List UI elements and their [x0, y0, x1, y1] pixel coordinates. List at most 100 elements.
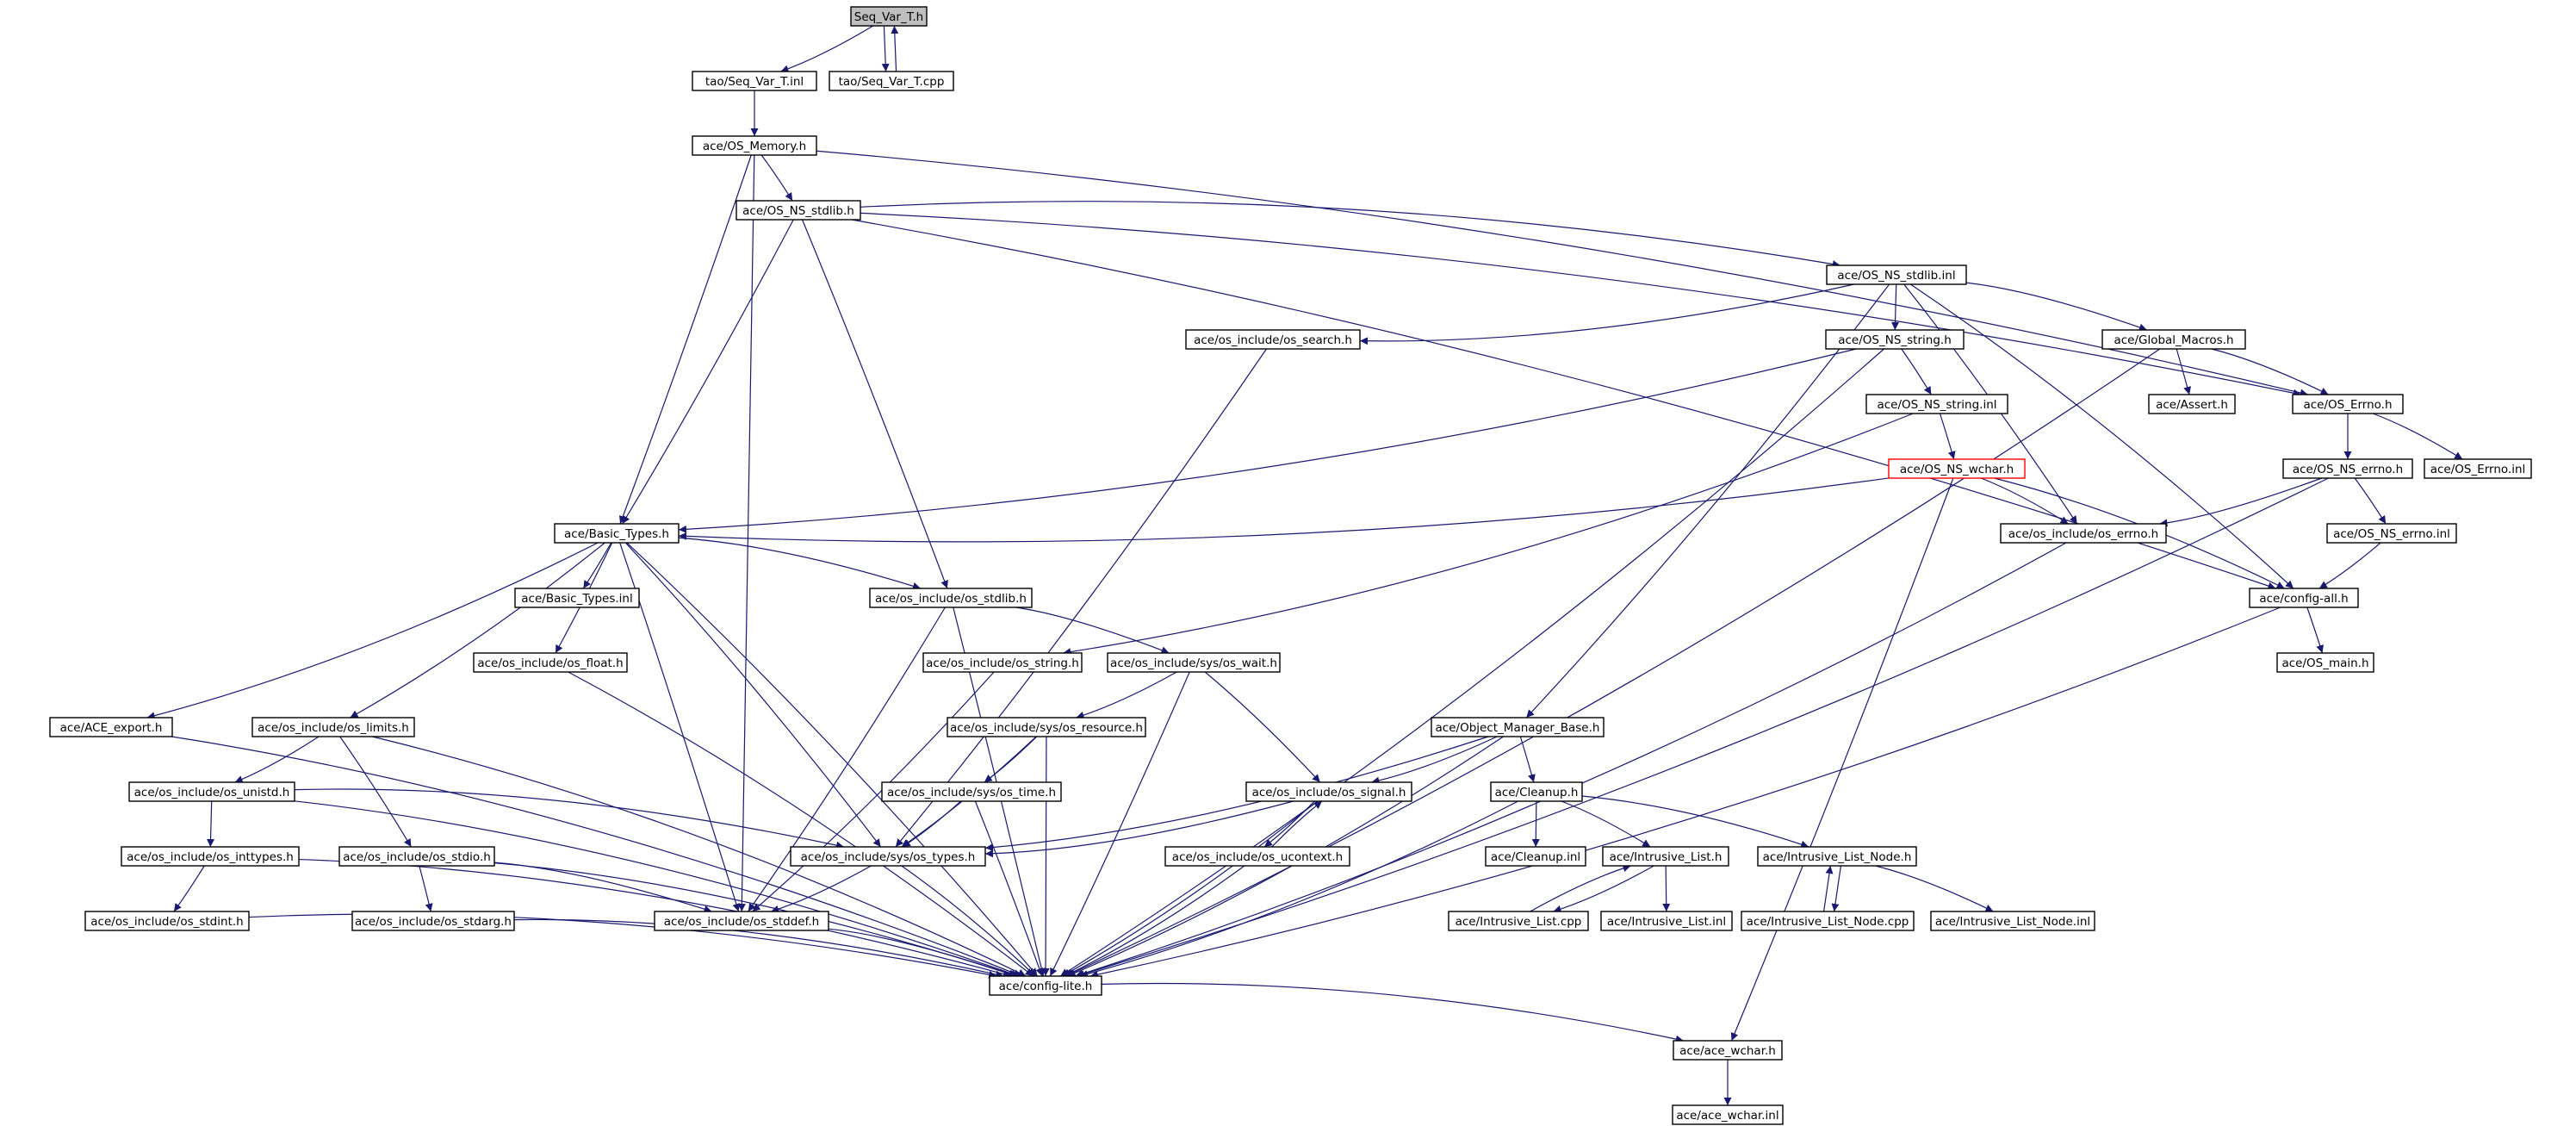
- edge-os_memory_h-to-os_stddef_h: [737, 154, 755, 912]
- graph-node-basic_types_inl[interactable]: ace/Basic_Types.inl: [514, 588, 640, 608]
- graph-node-os_inttypes_h[interactable]: ace/os_include/os_inttypes.h: [121, 846, 300, 867]
- graph-node-intrusive_list_h[interactable]: ace/Intrusive_List.h: [1602, 846, 1729, 867]
- graph-node-os_limits_h[interactable]: ace/os_include/os_limits.h: [251, 717, 415, 737]
- node-box: [2148, 394, 2236, 414]
- edge-os_ns_string_h-to-os_ns_string_inl: [1901, 348, 1932, 395]
- graph-node-assert_h[interactable]: ace/Assert.h: [2148, 394, 2236, 414]
- graph-node-os_signal_h[interactable]: ace/os_include/os_signal.h: [1245, 781, 1412, 802]
- graph-node-os_types_h[interactable]: ace/os_include/sys/os_types.h: [790, 846, 986, 867]
- edge-os_signal_h-to-os_ucontext_h: [1263, 800, 1315, 848]
- graph-node-ace_export_h[interactable]: ace/ACE_export.h: [49, 717, 173, 737]
- node-label: ace/OS_NS_errno.h: [2293, 463, 2403, 476]
- node-box: [654, 911, 829, 931]
- node-box: [1107, 652, 1281, 673]
- graph-node-os_ns_stdlib_inl[interactable]: ace/OS_NS_stdlib.inl: [1826, 264, 1967, 285]
- graph-node-os_time_h[interactable]: ace/os_include/sys/os_time.h: [881, 781, 1062, 802]
- graph-node-os_stdlib_h[interactable]: ace/os_include/os_stdlib.h: [869, 588, 1033, 608]
- edge-os_stdio_h-to-os_stdarg_h: [419, 865, 433, 912]
- edge-basic_types_h-to-os_limits_h: [350, 542, 605, 719]
- node-label: ace/OS_Errno.inl: [2430, 463, 2526, 476]
- graph-node-config_lite_h[interactable]: ace/config-lite.h: [989, 975, 1102, 996]
- graph-node-cleanup_h[interactable]: ace/Cleanup.h: [1490, 781, 1583, 802]
- graph-node-intrusive_list_node_h[interactable]: ace/Intrusive_List_Node.h: [1757, 846, 1917, 867]
- node-label: ace/Intrusive_List_Node.cpp: [1747, 915, 1909, 929]
- edge-cleanup_h-to-config_lite_h: [1079, 800, 1518, 978]
- edge-os_ns_stdlib_h-to-os_stdlib_h: [801, 219, 948, 589]
- node-box: [554, 523, 680, 544]
- edge-os_unistd_h-to-config_lite_h: [294, 800, 1019, 978]
- node-box: [49, 717, 173, 737]
- graph-node-os_stdint_h[interactable]: ace/os_include/os_stdint.h: [84, 911, 250, 931]
- graph-node-basic_types_h[interactable]: ace/Basic_Types.h: [554, 523, 680, 544]
- edge-basic_types_h-to-basic_types_inl: [582, 542, 612, 589]
- graph-node-intrusive_list_inl[interactable]: ace/Intrusive_List.inl: [1600, 911, 1733, 931]
- graph-node-config_all_h[interactable]: ace/config-all.h: [2249, 588, 2359, 608]
- node-label: ace/OS_NS_string.h: [1838, 333, 1952, 347]
- node-label: ace/OS_NS_stdlib.h: [742, 204, 854, 218]
- graph-node-os_ns_errno_h[interactable]: ace/OS_NS_errno.h: [2282, 458, 2413, 479]
- node-box: [881, 781, 1062, 802]
- edge-os_ns_wchar_h-to-os_include_os_errno_h: [1980, 477, 2069, 525]
- graph-node-os_memory_h[interactable]: ace/OS_Memory.h: [692, 135, 817, 156]
- graph-node-os_ns_string_inl[interactable]: ace/OS_NS_string.inl: [1865, 394, 2008, 414]
- graph-node-os_resource_h[interactable]: ace/os_include/sys/os_resource.h: [947, 717, 1146, 737]
- edge-os_ns_errno_h-to-config_lite_h: [1076, 477, 2329, 978]
- graph-node-cleanup_inl[interactable]: ace/Cleanup.inl: [1485, 846, 1586, 867]
- graph-node-os_errno_h[interactable]: ace/OS_Errno.h: [2292, 394, 2404, 414]
- node-box: [2292, 394, 2404, 414]
- graph-node-os_string_h[interactable]: ace/os_include/os_string.h: [922, 652, 1083, 673]
- graph-node-os_ns_string_h[interactable]: ace/OS_NS_string.h: [1825, 329, 1965, 350]
- node-box: [692, 135, 817, 156]
- node-label: ace/Intrusive_List_Node.inl: [1935, 915, 2090, 929]
- graph-node-os_stdio_h[interactable]: ace/os_include/os_stdio.h: [338, 846, 495, 867]
- graph-node-global_macros_h[interactable]: ace/Global_Macros.h: [2101, 329, 2246, 350]
- node-box: [736, 200, 861, 221]
- edge-os_signal_h-to-config_lite_h: [1062, 800, 1318, 977]
- node-label: ace/os_include/sys/os_time.h: [887, 786, 1056, 799]
- edge-intrusive_list_h-to-intrusive_list_cpp: [1553, 865, 1654, 913]
- edge-os_ns_errno_h-to-os_ns_errno_inl: [2354, 477, 2387, 525]
- graph-node-os_ns_wchar_h[interactable]: ace/OS_NS_wchar.h: [1888, 458, 2026, 479]
- edge-config_all_h-to-config_lite_h: [1089, 607, 2281, 979]
- edge-intrusive_list_node_h-to-intrusive_list_node_inl: [1875, 865, 1994, 912]
- graph-node-tao_seq_var_t_cpp[interactable]: tao/Seq_Var_T.cpp: [829, 71, 954, 91]
- graph-node-seq_var_t_h[interactable]: Seq_Var_T.h: [850, 6, 928, 27]
- graph-node-os_stdarg_h[interactable]: ace/os_include/os_stdarg.h: [351, 911, 515, 931]
- graph-node-os_main_h[interactable]: ace/OS_main.h: [2276, 652, 2374, 673]
- graph-node-os_errno_inl[interactable]: ace/OS_Errno.inl: [2424, 458, 2532, 479]
- graph-node-ace_wchar_inl[interactable]: ace/ace_wchar.inl: [1672, 1104, 1784, 1125]
- graph-node-intrusive_list_cpp[interactable]: ace/Intrusive_List.cpp: [1448, 911, 1589, 931]
- graph-node-os_ucontext_h[interactable]: ace/os_include/os_ucontext.h: [1164, 846, 1350, 867]
- graph-node-os_float_h[interactable]: ace/os_include/os_float.h: [473, 652, 628, 673]
- graph-node-os_include_os_errno_h[interactable]: ace/os_include/os_errno.h: [2000, 523, 2167, 544]
- edge-os_limits_h-to-config_lite_h: [372, 736, 1027, 977]
- node-label: ace/Basic_Types.inl: [521, 592, 632, 606]
- graph-node-intrusive_list_node_inl[interactable]: ace/Intrusive_List_Node.inl: [1930, 911, 2095, 931]
- node-label: ace/Assert.h: [2156, 398, 2228, 412]
- graph-node-os_stddef_h[interactable]: ace/os_include/os_stddef.h: [654, 911, 829, 931]
- edge-os_types_h-to-os_stddef_h: [771, 865, 872, 913]
- edge-os_ns_stdlib_h-to-os_errno_h: [860, 212, 2301, 397]
- graph-node-os_unistd_h[interactable]: ace/os_include/os_unistd.h: [128, 781, 295, 802]
- node-label: ace/OS_NS_wchar.h: [1900, 463, 2014, 476]
- node-box: [947, 717, 1146, 737]
- edge-os_ns_wchar_h-to-config_all_h: [1994, 477, 2285, 589]
- graph-node-ace_wchar_h[interactable]: ace/ace_wchar.h: [1673, 1040, 1783, 1061]
- graph-node-intrusive_list_node_cpp[interactable]: ace/Intrusive_List_Node.cpp: [1741, 911, 1915, 931]
- graph-node-os_wait_h[interactable]: ace/os_include/sys/os_wait.h: [1107, 652, 1281, 673]
- graph-node-os_search_h[interactable]: ace/os_include/os_search.h: [1185, 329, 1361, 350]
- node-box: [128, 781, 295, 802]
- edge-intrusive_list_cpp-to-intrusive_list_h: [1530, 864, 1631, 912]
- node-box: [2000, 523, 2167, 544]
- node-box: [2276, 652, 2374, 673]
- graph-node-os_ns_errno_inl[interactable]: ace/OS_NS_errno.inl: [2326, 523, 2457, 544]
- edge-os_unistd_h-to-os_inttypes_h: [207, 800, 215, 848]
- node-box: [1600, 911, 1733, 931]
- graph-node-tao_seq_var_t_inl[interactable]: tao/Seq_Var_T.inl: [692, 71, 817, 91]
- edge-os_wait_h-to-config_lite_h: [1049, 671, 1190, 977]
- edge-basic_types_h-to-ace_export_h: [146, 542, 599, 720]
- node-label: ace/os_include/os_limits.h: [258, 721, 409, 735]
- node-label: ace/os_include/os_errno.h: [2008, 527, 2158, 541]
- graph-node-os_ns_stdlib_h[interactable]: ace/OS_NS_stdlib.h: [736, 200, 861, 221]
- graph-node-object_manager_base_h[interactable]: ace/Object_Manager_Base.h: [1431, 717, 1605, 737]
